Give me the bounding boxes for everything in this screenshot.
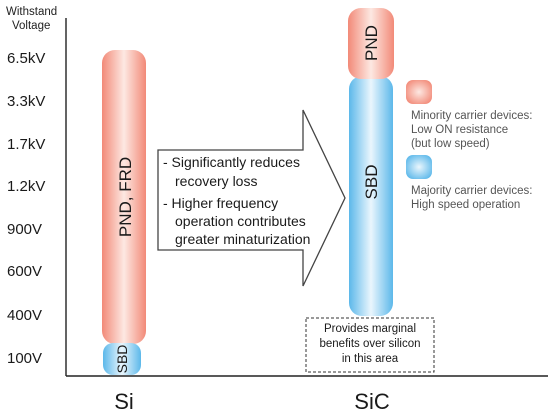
legend-minority-swatch — [406, 80, 432, 104]
si-pnd-frd-bar — [102, 50, 146, 344]
si-sbd-label: SBD — [114, 345, 130, 374]
y-axis-label-line1: Withstand — [6, 6, 57, 18]
y-axis-label-line2: Voltage — [12, 20, 50, 32]
y-tick-label: 400V — [7, 307, 42, 324]
sic-pnd-label: PND — [362, 25, 381, 61]
legend-minority-text: Low ON resistance — [411, 124, 508, 136]
note-text-line: Provides marginal — [324, 323, 416, 335]
arrow-text-line: - Higher frequency — [163, 195, 278, 211]
legend-minority-text: Minority carrier devices: — [411, 110, 532, 122]
arrow-text-line: - Significantly reduces — [163, 154, 300, 170]
category-label-si: Si — [114, 389, 134, 414]
arrow-text-line: greater minaturization — [175, 231, 310, 247]
arrow-text-line: operation contributes — [175, 213, 306, 229]
si-pnd-frd-label: PND, FRD — [116, 157, 135, 237]
y-tick-label: 3.3kV — [7, 93, 45, 110]
si-sbd-bar — [103, 343, 141, 375]
note-box — [305, 317, 435, 373]
legend-majority-text: Majority carrier devices: — [411, 185, 532, 197]
arrow-shape — [157, 109, 346, 287]
arrow-text-line: recovery loss — [175, 173, 257, 189]
y-tick-label: 6.5kV — [7, 50, 45, 67]
category-label-sic: SiC — [354, 389, 390, 414]
y-tick-label: 600V — [7, 263, 42, 280]
y-tick-label: 900V — [7, 221, 42, 238]
y-tick-label: 1.2kV — [7, 178, 45, 195]
sic-pnd-bar — [348, 8, 394, 79]
note-text-line: in this area — [342, 353, 399, 365]
legend-majority-swatch — [406, 155, 432, 179]
sic-sbd-label: SBD — [362, 165, 381, 200]
legend-minority-text: (but low speed) — [411, 138, 490, 150]
y-tick-label: 1.7kV — [7, 136, 45, 153]
legend-majority-text: High speed operation — [411, 199, 520, 211]
y-tick-label: 100V — [7, 350, 42, 367]
note-text-line: benefits over silicon — [320, 338, 421, 350]
sic-sbd-bar — [349, 76, 393, 316]
